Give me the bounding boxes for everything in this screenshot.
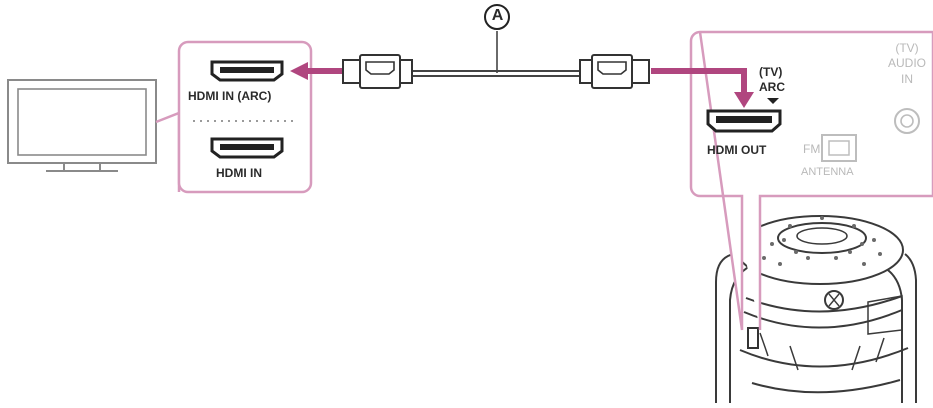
tv-arc-label-line1: (TV) [759, 65, 783, 79]
speaker-rear-panel [689, 30, 933, 331]
speaker-rear-port-icon [747, 327, 759, 349]
tv-icon [7, 79, 157, 172]
hdmi-out-label: HDMI OUT [707, 143, 767, 157]
audio-in-label-line2: AUDIO [887, 56, 926, 70]
antenna-label: ANTENNA [801, 166, 854, 178]
callout-a-label: A [491, 7, 504, 24]
arrow-to-tv-icon [290, 62, 342, 80]
hdmi-in-port-label: HDMI IN [216, 166, 262, 180]
speaker-grille-dots [762, 216, 882, 266]
audio-in-label-line1: (TV) [895, 41, 919, 55]
audio-in-jack-icon [894, 108, 920, 134]
hdmi-arc-port-icon [210, 60, 284, 82]
arc-indicator-icon [767, 98, 779, 104]
hdmi-out-port-icon [706, 109, 782, 133]
hdmi-cable-icon [410, 31, 582, 77]
callout-a-circle [484, 4, 510, 30]
fm-label: FM [803, 142, 821, 156]
hdmi-in-port-icon [210, 137, 284, 159]
right-cable-plug-icon [579, 54, 650, 89]
hdmi-arc-port-label: HDMI IN (ARC) [188, 89, 272, 103]
left-cable-plug-icon [342, 54, 413, 89]
arrow-to-hdmi-out-icon [651, 68, 754, 108]
fm-antenna-terminal-icon [821, 134, 857, 162]
tv-arc-label-line2: ARC [759, 80, 785, 94]
audio-in-label-line3: IN [901, 72, 913, 86]
